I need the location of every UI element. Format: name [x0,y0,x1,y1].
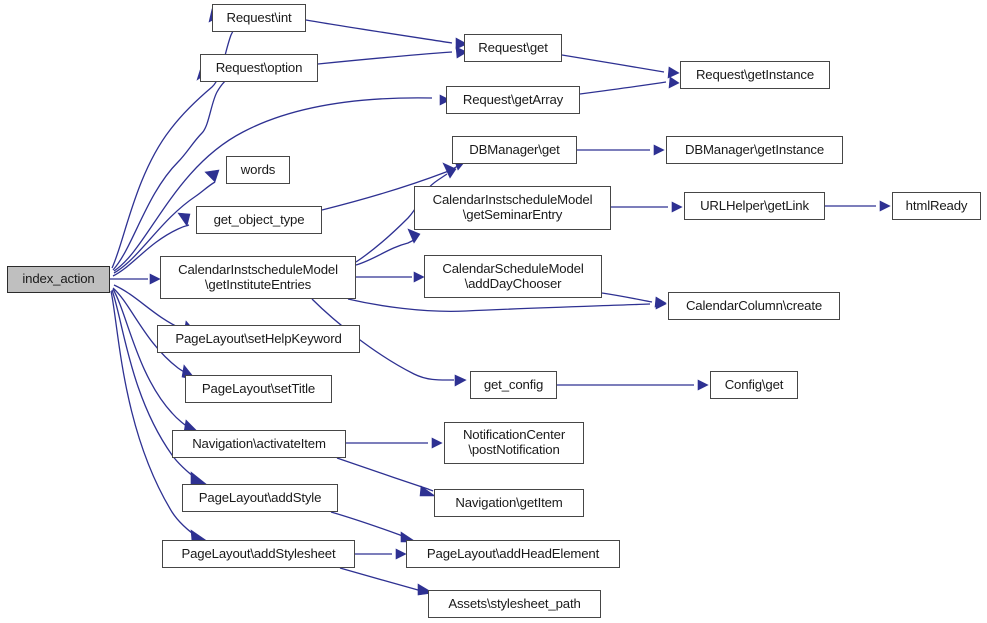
graph-node-label: CalendarScheduleModel \addDayChooser [442,260,584,291]
graph-node-label: CalendarInstscheduleModel \getInstituteE… [178,261,338,292]
graph-node-label: Request\getArray [462,91,564,107]
edge-cal_institute-cal_daychooser [356,271,425,283]
graph-node-label: PageLayout\addHeadElement [426,545,600,561]
edge-request_getarray-request_getinstance [579,76,680,95]
graph-node-label: Config\get [724,376,784,392]
graph-node-get_config[interactable]: get_config [470,371,557,399]
graph-node-addHeadElement[interactable]: PageLayout\addHeadElement [406,540,620,568]
graph-node-stylesheet_path[interactable]: Assets\stylesheet_path [428,590,601,618]
graph-node-setTitle[interactable]: PageLayout\setTitle [185,375,332,403]
graph-node-addStylesheet[interactable]: PageLayout\addStylesheet [162,540,355,568]
graph-node-htmlready[interactable]: htmlReady [892,192,981,220]
edge-cal_daychooser-calendarcolumn [601,292,667,308]
graph-node-cal_daychooser[interactable]: CalendarScheduleModel \addDayChooser [424,255,602,298]
graph-node-calendarcolumn[interactable]: CalendarColumn\create [668,292,840,320]
graph-node-postNotification[interactable]: NotificationCenter \postNotification [444,422,584,464]
graph-node-label: PageLayout\addStyle [198,489,322,505]
graph-node-label: PageLayout\setTitle [201,380,316,396]
graph-node-label: get_config [483,376,544,392]
graph-node-words[interactable]: words [226,156,290,184]
edge-activateItem-nav_getitem [336,457,436,497]
graph-node-request_int[interactable]: Request\int [212,4,306,32]
graph-node-request_getinstance[interactable]: Request\getInstance [680,61,830,89]
edge-cal_seminar-urlhelper_getlink [611,201,683,213]
graph-node-label: Request\int [226,9,292,25]
graph-node-setHelpKeyword[interactable]: PageLayout\setHelpKeyword [157,325,360,353]
edge-activateItem-postNotification [346,437,443,449]
graph-node-nav_getitem[interactable]: Navigation\getItem [434,489,584,517]
edge-index_action-request_getarray [113,94,451,272]
graph-node-label: PageLayout\addStylesheet [181,545,336,561]
graph-node-index_action[interactable]: index_action [7,266,110,293]
edge-cal_institute-cal_seminar [355,228,421,266]
graph-node-label: index_action [22,271,95,287]
edge-index_action-activateItem [112,288,200,434]
graph-node-label: DBManager\getInstance [684,141,825,157]
graph-node-label: get_object_type [213,211,305,227]
edge-addStylesheet-addHeadElement [355,548,407,560]
edge-index_action-get_object_type [112,212,191,277]
graph-node-label: words [240,161,276,177]
graph-node-label: CalendarInstscheduleModel \getSeminarEnt… [432,192,593,222]
edge-request_option-request_get [317,46,468,65]
graph-node-label: PageLayout\setHelpKeyword [175,330,342,346]
edge-dbmanager_get-dbmanager_getinst [577,144,665,156]
graph-node-label: NotificationCenter \postNotification [462,427,566,457]
graph-node-label: URLHelper\getLink [700,197,809,213]
graph-node-label: CalendarColumn\create [685,297,823,313]
edge-cal_institute-get_config [311,298,467,387]
graph-node-label: Request\getInstance [695,66,815,82]
edge-index_action-words [113,169,220,274]
graph-node-label: Assets\stylesheet_path [448,595,581,611]
edge-request_int-request_get [305,19,468,50]
graph-node-request_getarray[interactable]: Request\getArray [446,86,580,114]
edge-cal_institute-calendarcolumn [347,298,667,312]
graph-node-request_get[interactable]: Request\get [464,34,562,62]
graph-node-label: Navigation\getItem [455,494,563,510]
edge-addStylesheet-stylesheet_path [339,567,434,596]
graph-node-request_option[interactable]: Request\option [200,54,318,82]
edge-urlhelper_getlink-htmlready [825,200,891,212]
graph-node-get_object_type[interactable]: get_object_type [196,206,322,234]
graph-node-urlhelper_getlink[interactable]: URLHelper\getLink [684,192,825,220]
graph-node-activateItem[interactable]: Navigation\activateItem [172,430,346,458]
graph-node-cal_seminar[interactable]: CalendarInstscheduleModel \getSeminarEnt… [414,186,611,230]
edge-addStyle-addHeadElement [330,511,417,543]
graph-node-config_get[interactable]: Config\get [710,371,798,399]
graph-node-label: Navigation\activateItem [192,435,326,451]
graph-node-label: htmlReady [905,197,968,213]
graph-node-cal_institute[interactable]: CalendarInstscheduleModel \getInstituteE… [160,256,356,299]
graph-node-addStyle[interactable]: PageLayout\addStyle [182,484,338,512]
edge-get_config-config_get [557,379,709,391]
edge-request_get-request_getinstance [561,54,680,79]
graph-node-dbmanager_getinst[interactable]: DBManager\getInstance [666,136,843,164]
graph-node-label: Request\get [478,39,548,55]
graph-node-dbmanager_get[interactable]: DBManager\get [452,136,577,164]
edge-index_action-cal_institute [110,273,161,285]
edge-index_action-request_option [112,63,234,271]
graph-node-label: Request\option [215,59,303,75]
graph-node-label: DBManager\get [469,141,560,157]
